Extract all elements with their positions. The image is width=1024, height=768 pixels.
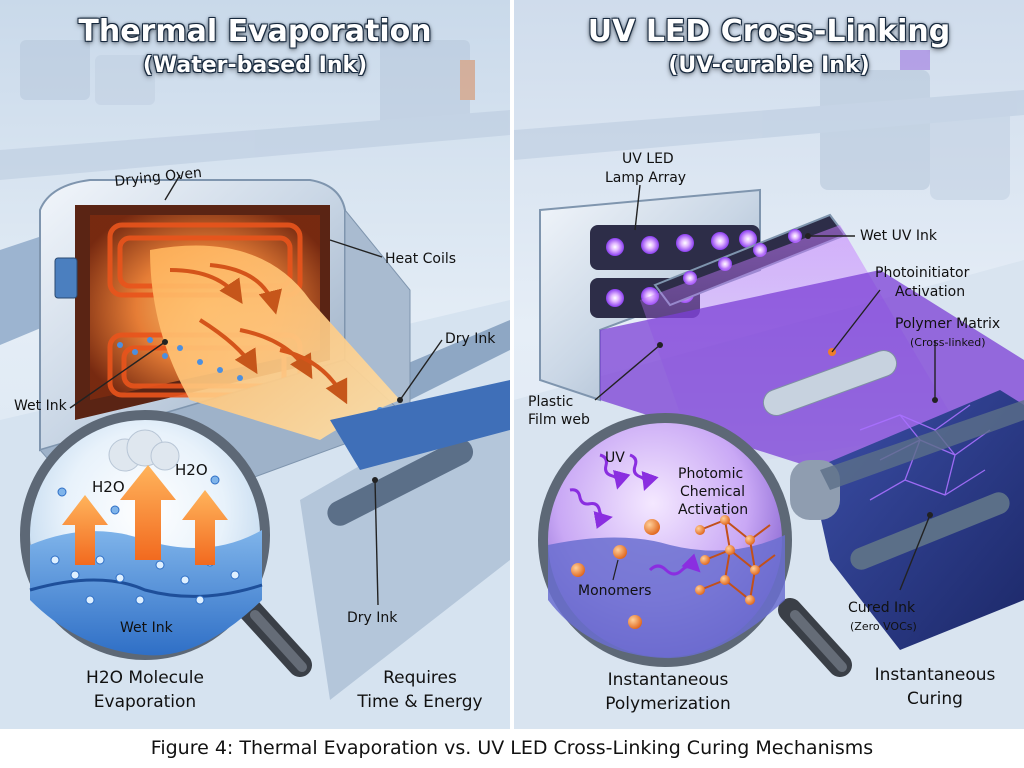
figure-caption: Figure 4: Thermal Evaporation vs. UV LED… [0,729,1024,768]
caption-right-right-1: Instantaneous [875,665,996,685]
caption-right-left-2: Polymerization [605,694,730,714]
caption-right-left-1: Instantaneous [608,670,729,690]
label-polymer-1: Polymer Matrix [895,316,1000,332]
label-uv-led-2: Lamp Array [605,170,686,186]
label-monomers: Monomers [578,583,651,599]
caption-right-right-2: Curing [907,689,963,709]
label-dry-ink-bottom: Dry Ink [347,610,398,626]
label-wet-ink: Wet Ink [14,398,68,414]
left-panel: Drying Oven Heat Coils Dry Ink Wet Ink D… [0,0,510,729]
magnifier-inset-polymerization [538,413,852,677]
label-cured-1: Cured Ink [848,600,916,616]
ink-droplets [117,337,383,413]
caption-left-1: H2O Molecule [86,668,204,688]
label-polymer-2: (Cross-linked) [910,336,986,349]
magnifier-inset-evaporation [20,410,312,677]
caption-right-1: Requires [383,668,457,688]
label-photoinitiator-1: Photoinitiator [875,265,970,281]
label-heat-coils: Heat Coils [385,251,456,267]
label-dry-ink-top: Dry Ink [445,331,496,347]
roller [762,350,898,416]
caption-right-2: Time & Energy [356,692,482,712]
caption-left-2: Evaporation [94,692,196,712]
panel-divider [510,0,514,729]
label-uv: UV [605,450,625,466]
label-chem-1: Photomic [678,466,743,482]
figure-illustration: Drying Oven Heat Coils Dry Ink Wet Ink D… [0,0,1024,729]
label-chem-2: Chemical [680,484,745,500]
dry-ink-web [330,380,510,470]
label-film-2: Film web [528,412,590,428]
label-uv-led-1: UV LED [622,151,674,167]
label-cured-2: (Zero VOCs) [850,620,917,633]
label-film-1: Plastic [528,394,573,410]
background-factory [0,40,510,180]
label-h2o-right: H2O [175,461,208,479]
right-panel: UV LED Lamp Array Wet UV Ink Photoinitia… [514,0,1024,729]
label-h2o-left: H2O [92,478,125,496]
heat-flow-arrows [169,263,348,405]
label-chem-3: Activation [678,502,748,518]
label-wet-uv-ink: Wet UV Ink [860,228,938,244]
background-factory-right [514,50,1024,200]
label-photoinitiator-2: Activation [895,284,965,300]
cured-ink-web [810,390,1024,650]
label-inset-wet-ink: Wet Ink [120,620,174,636]
